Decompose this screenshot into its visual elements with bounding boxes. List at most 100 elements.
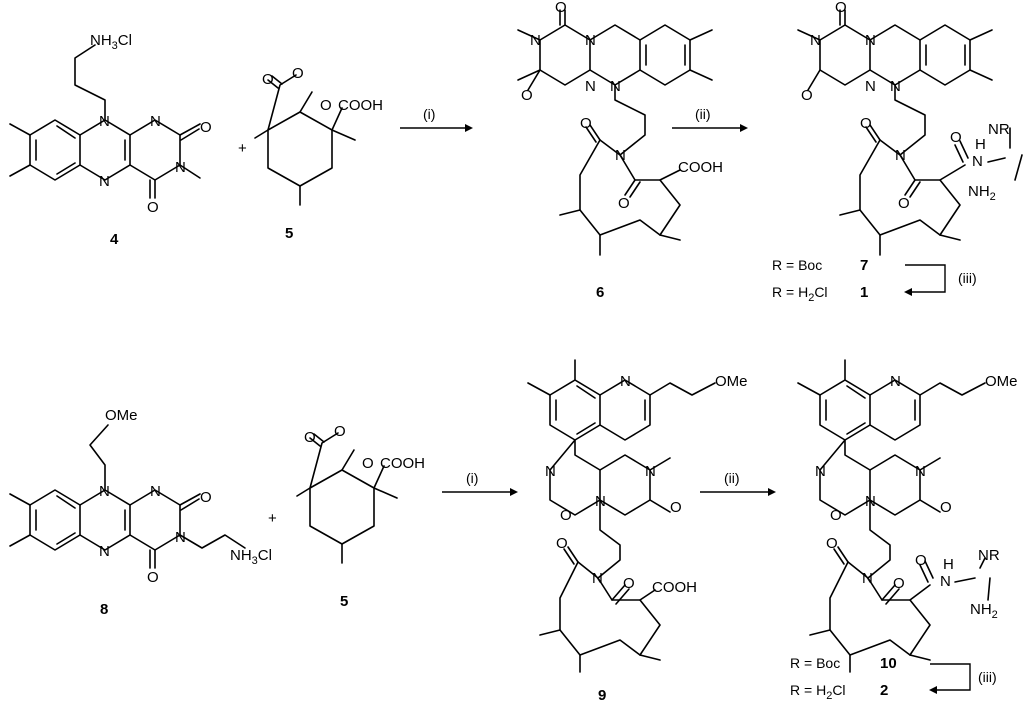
atom-n3-6: N (530, 32, 541, 49)
atom-n10-6: N (610, 78, 621, 95)
guanidine-nh2-7: NH2 (968, 183, 996, 203)
compound-5-structure-row2 (296, 432, 398, 564)
ome-group-9: OMe (715, 373, 748, 390)
imide-o1-9: O (556, 535, 568, 552)
cooh-group-5: COOH (338, 97, 383, 114)
atom-n10: N (99, 113, 110, 130)
anhydride-o-ring: O (292, 65, 304, 82)
atom-n10-7: N (890, 78, 901, 95)
atom-o2-8: O (200, 489, 212, 506)
amide-o-7: O (950, 129, 962, 146)
reagent-label-i-row1: (i) (423, 106, 435, 122)
arrowhead-step-i-row1 (465, 124, 473, 132)
imide-n-10: N (862, 570, 873, 587)
atom-n10-10: N (890, 373, 901, 390)
reagent-label-ii-row1: (ii) (695, 106, 711, 122)
compound-label-5-row2: 5 (340, 593, 348, 610)
arrow-step-iii-row1 (905, 264, 946, 293)
atom-n3: N (175, 159, 186, 176)
compound-label-5: 5 (285, 225, 293, 242)
reagent-label-iii-row1: (iii) (958, 270, 977, 286)
nh3cl-group-4: NH3Cl (90, 32, 132, 52)
atom-n5-9: N (545, 463, 556, 480)
compound-label-8: 8 (100, 601, 108, 618)
atom-n5-6: N (585, 32, 596, 49)
compound-label-7: 7 (860, 257, 868, 274)
compound-label-1: 1 (860, 284, 868, 301)
guanidine-nr-10: NR (978, 547, 1000, 564)
atom-n3-9: N (595, 493, 606, 510)
atom-o4: O (147, 199, 159, 216)
cooh-group-6: COOH (678, 159, 723, 176)
atom-o2: O (200, 119, 212, 136)
atom-n3-8: N (175, 529, 186, 546)
arrowhead-step-i-row2 (510, 488, 518, 496)
compound-label-9: 9 (598, 687, 606, 704)
imide-o2-6: O (618, 195, 630, 212)
compound-7-structure (797, 9, 1023, 256)
r-label-boc-row1: R = Boc (772, 257, 822, 273)
arrowhead-step-iii-row1 (904, 288, 912, 296)
atom-n1-10: N (915, 463, 926, 480)
plus-sign-2: + (268, 510, 277, 527)
atom-n5-10: N (815, 463, 826, 480)
atom-n1-9: N (645, 463, 656, 480)
anhydride-o-bridge-row2: O (362, 455, 374, 472)
atom-o2-9: O (670, 499, 682, 516)
atom-n5-7: N (865, 32, 876, 49)
imide-o1-7: O (860, 115, 872, 132)
atom-o4-8: O (147, 569, 159, 586)
atom-n1: N (150, 113, 161, 130)
arrowhead-step-ii-row2 (768, 488, 776, 496)
anhydride-o-carbonyl-row2: O (304, 429, 316, 446)
imide-n-7: N (895, 147, 906, 164)
guanidine-nh2-10: NH2 (970, 601, 998, 621)
imide-n-6: N (615, 147, 626, 164)
atom-o4-10: O (830, 507, 842, 524)
atom-n3-10: N (865, 493, 876, 510)
atom-n1-7: N (865, 78, 876, 95)
atom-n5-8: N (99, 543, 110, 560)
compound-5-structure (254, 74, 356, 206)
atom-n10-9: N (620, 373, 631, 390)
r-label-h2cl-row2: R = H2Cl (790, 682, 846, 702)
atom-o2-6: O (521, 87, 533, 104)
compound-9-structure (527, 359, 716, 673)
imide-o2-9: O (623, 575, 635, 592)
atom-n5: N (99, 173, 110, 190)
cooh-group-9: COOH (652, 579, 697, 596)
atom-n1-8: N (150, 483, 161, 500)
reagent-label-i-row2: (i) (466, 470, 478, 486)
imide-n-9: N (592, 570, 603, 587)
imide-o2-10: O (893, 575, 905, 592)
atom-o4-6: O (555, 0, 567, 16)
atom-o4-9: O (560, 507, 572, 524)
reagent-label-iii-row2: (iii) (978, 669, 997, 685)
r-label-boc-row2: R = Boc (790, 655, 840, 671)
anhydride-o-bridge: O (320, 97, 332, 114)
atom-n1-6: N (585, 78, 596, 95)
reagent-label-ii-row2: (ii) (724, 470, 740, 486)
compound-label-6: 6 (596, 284, 604, 301)
compound-label-4: 4 (110, 231, 119, 248)
imide-o1-10: O (826, 535, 838, 552)
plus-sign-1: + (238, 140, 247, 157)
arrowhead-step-ii-row1 (740, 124, 748, 132)
anhydride-o-carbonyl: O (262, 71, 274, 88)
atom-n10-8: N (99, 483, 110, 500)
nh3cl-group-8: NH3Cl (230, 547, 272, 567)
compound-label-2: 2 (880, 682, 888, 699)
imide-o1-6: O (580, 115, 592, 132)
atom-o2-10: O (940, 499, 952, 516)
ome-group-10: OMe (985, 373, 1018, 390)
compound-8-structure (9, 424, 246, 569)
arrow-step-iii-row2 (930, 663, 971, 691)
arrowhead-step-iii-row2 (929, 686, 937, 694)
amide-h-7: H (975, 136, 986, 153)
atom-o2-7: O (801, 87, 813, 104)
amide-n-10: N (940, 573, 951, 590)
amide-h-10: H (943, 556, 954, 573)
ome-group-8: OMe (105, 407, 138, 424)
atom-n3-7: N (810, 32, 821, 49)
